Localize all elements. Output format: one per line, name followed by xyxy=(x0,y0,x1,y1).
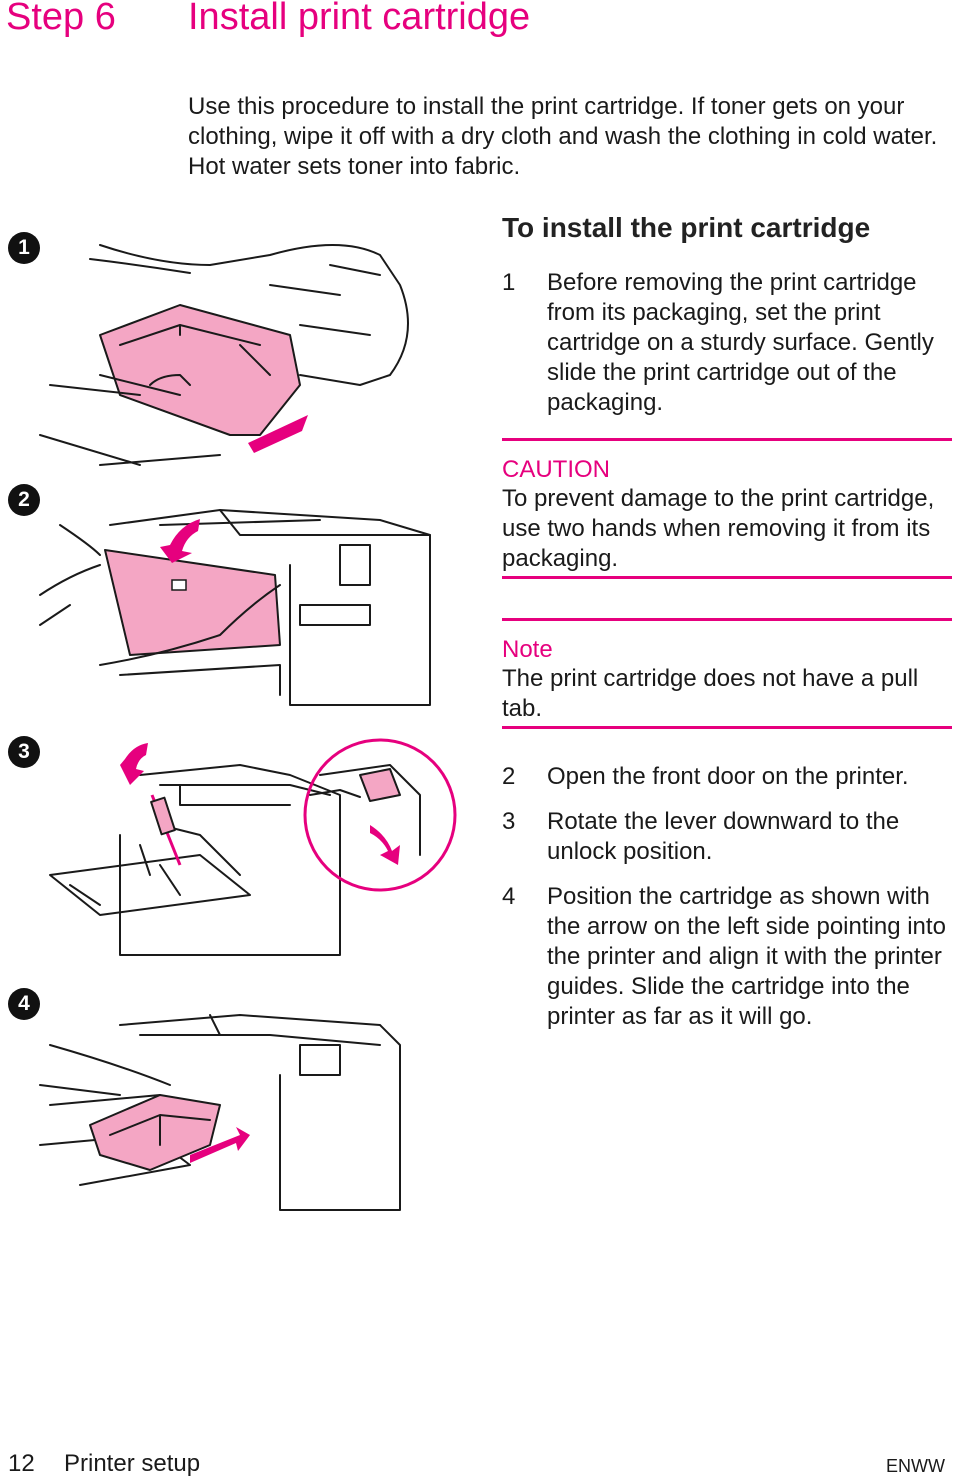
illustration-open-front-door xyxy=(39,509,431,706)
illustration-marker-2: 2 xyxy=(8,484,40,516)
note-top-rule xyxy=(502,618,952,621)
step-number-4: 4 xyxy=(502,883,516,910)
step-text-2: Open the front door on the printer. xyxy=(547,763,909,790)
intro-paragraph: Use this procedure to install the print … xyxy=(188,93,938,180)
instruction-step-3: 3 Rotate the lever downward to the unloc… xyxy=(502,807,952,867)
note-label: Note xyxy=(502,636,553,663)
step-text-1: Before removing the print cartridge from… xyxy=(547,269,934,416)
caution-top-rule xyxy=(502,438,952,441)
footer-doc-code: ENWW xyxy=(886,1456,945,1476)
step-text-4: Position the cartridge as shown with the… xyxy=(547,883,946,1030)
step-number-3: 3 xyxy=(502,808,516,835)
instruction-step-1: 1 Before removing the print cartridge fr… xyxy=(502,268,952,418)
illustration-marker-3: 3 xyxy=(8,736,40,768)
step-text-3: Rotate the lever downward to the unlock … xyxy=(547,808,900,865)
illustration-marker-1: 1 xyxy=(8,232,40,264)
instruction-step-4: 4 Position the cartridge as shown with t… xyxy=(502,882,952,1032)
illustration-remove-cartridge xyxy=(39,244,409,466)
caution-bottom-rule xyxy=(502,576,952,579)
footer-section-title: Printer setup xyxy=(64,1450,201,1477)
note-bottom-rule xyxy=(502,726,952,729)
illustration-insert-cartridge xyxy=(39,1014,401,1211)
caution-text: To prevent damage to the print cartridge… xyxy=(502,485,935,572)
illustration-marker-4: 4 xyxy=(8,988,40,1020)
page-title: Install print cartridge xyxy=(188,0,531,38)
footer-page-number: 12 xyxy=(8,1450,35,1477)
step-number: Step 6 xyxy=(6,0,116,38)
note-text: The print cartridge does not have a pull… xyxy=(502,665,919,722)
step-number-1: 1 xyxy=(502,269,516,296)
instructions-heading: To install the print cartridge xyxy=(502,212,871,243)
caution-label: CAUTION xyxy=(502,456,610,483)
illustration-rotate-lever xyxy=(49,738,457,956)
instruction-step-2: 2 Open the front door on the printer. xyxy=(502,762,952,792)
step-number-2: 2 xyxy=(502,763,516,790)
